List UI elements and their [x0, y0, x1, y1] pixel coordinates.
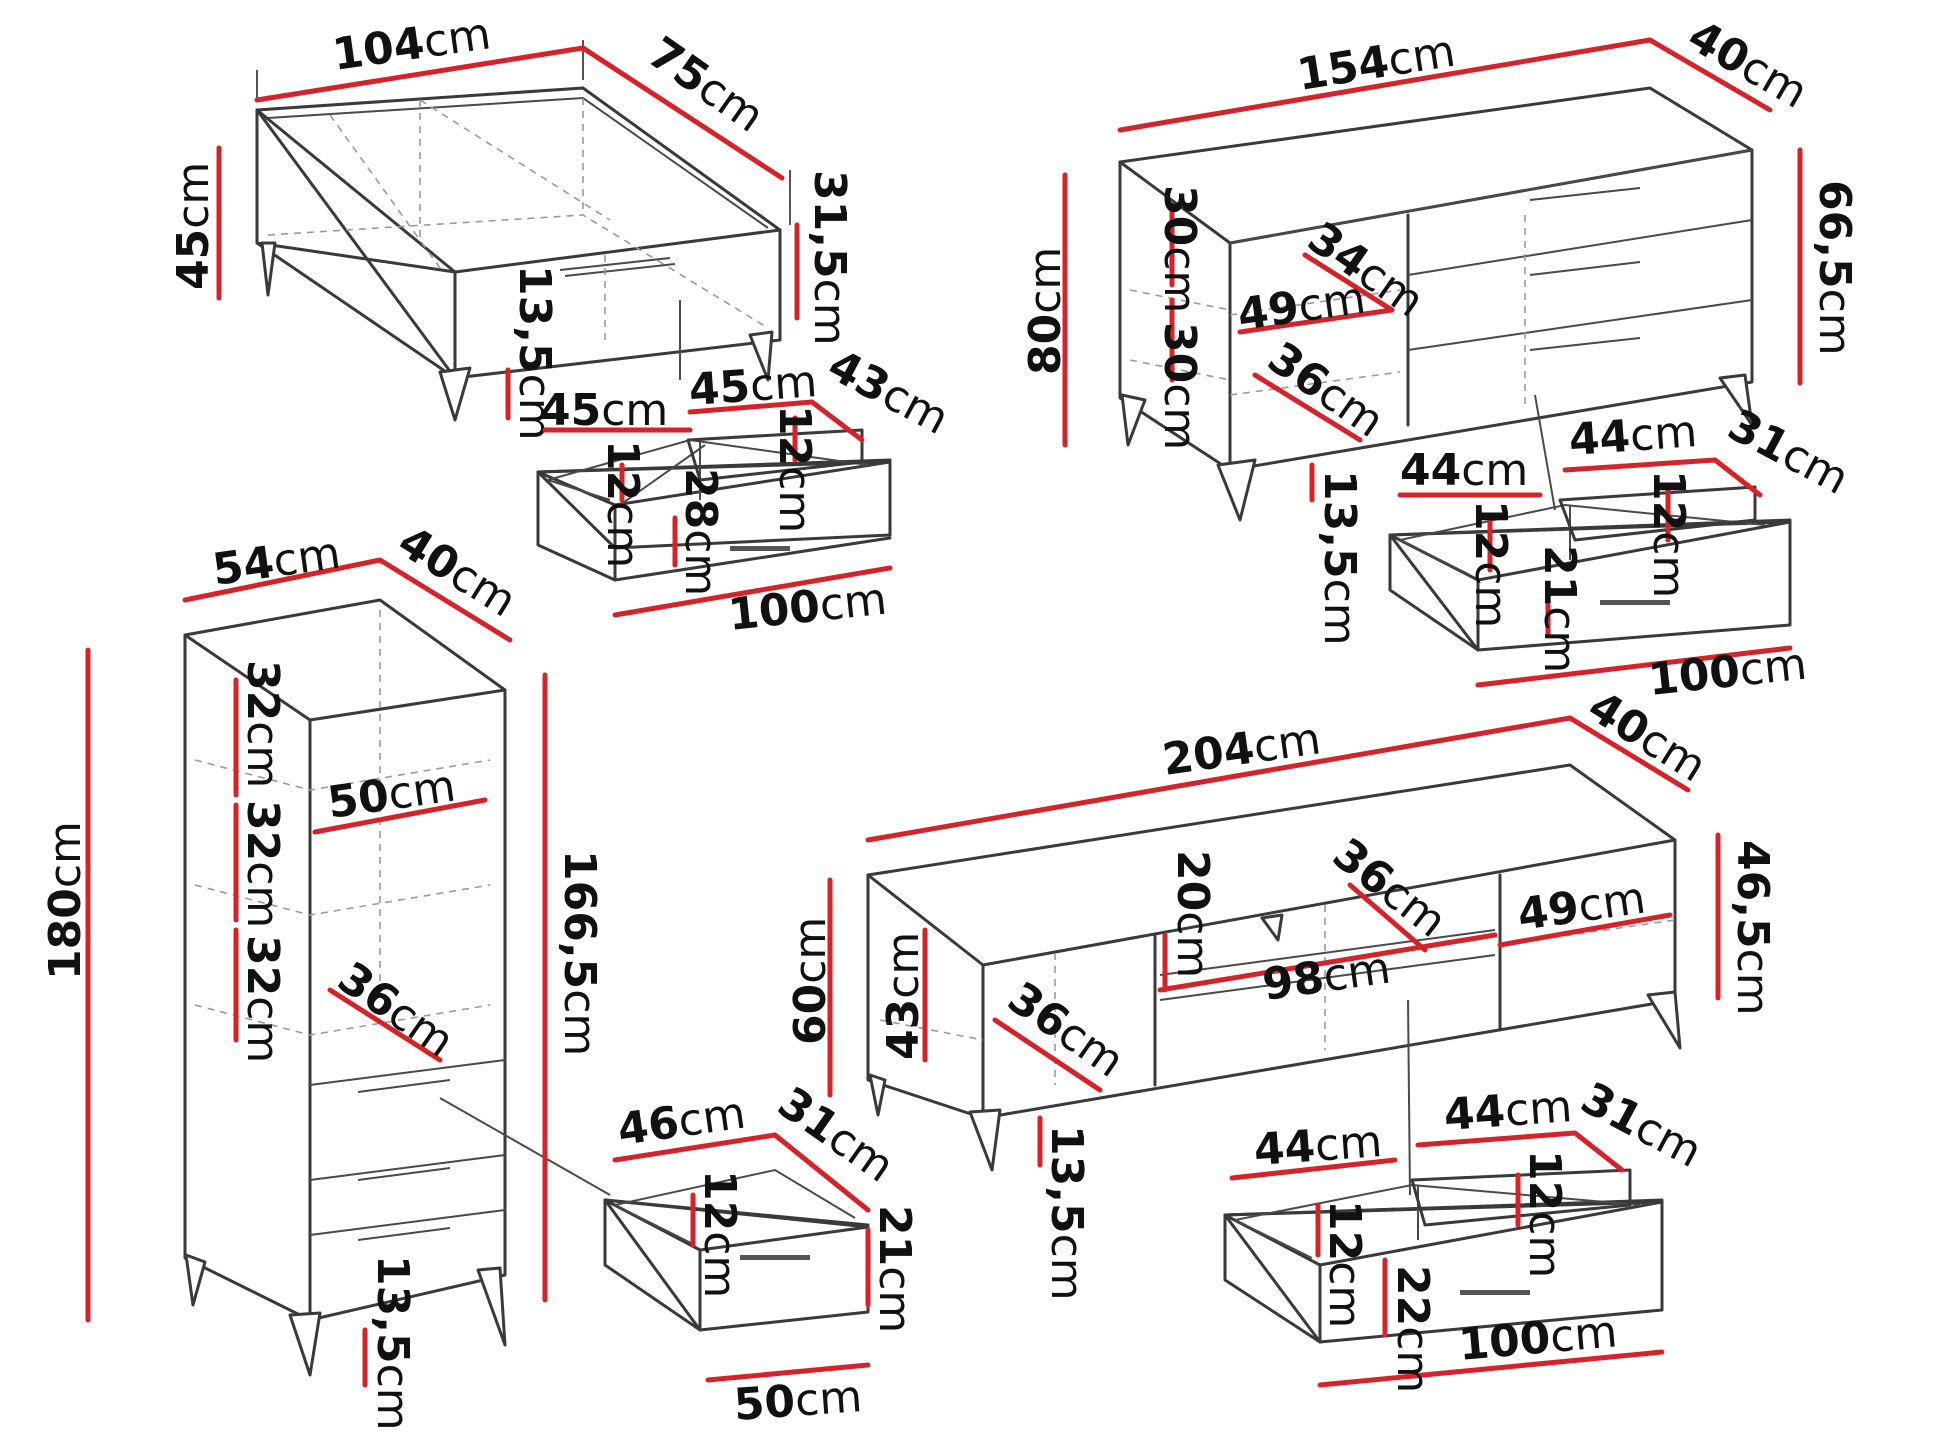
coffee-drawer-inner-height-right-label: 12cm [769, 405, 820, 533]
tall-drawer-front-width-label: 50cm [732, 1371, 864, 1431]
tall-cabinet-shelf-spacing-3-label: 32cm [237, 935, 288, 1063]
tv-drawer-front-height-label: 22cm [1387, 1265, 1438, 1393]
tall-drawer-width-label: 46cm [614, 1088, 748, 1156]
sideboard-shelf-width-label: 49cm [1234, 273, 1368, 341]
coffee-table-leg-height-label: 13,5cm [509, 265, 560, 441]
tall-cabinet-dimensions: 54cm 40cm 180cm 166,5cm 32cm 32cm 32cm 5… [40, 516, 605, 1431]
tv-drawer-front-width-label: 100cm [1457, 1306, 1620, 1371]
tall-cabinet-drawer-drawing [603, 1168, 870, 1332]
sideboard-width-label: 154cm [1294, 26, 1459, 101]
coffee-drawer-front-width-label: 100cm [726, 574, 889, 641]
sideboard-body-height-label: 66,5cm [1809, 180, 1860, 356]
coffee-table-drawer-front-height-label: 31,5cm [804, 170, 855, 346]
tall-cabinet-body-height-label: 166,5cm [554, 850, 605, 1056]
sideboard-drawer-inner-height-right-label: 12cm [1643, 470, 1694, 598]
tv-drawer-width-right-label: 44cm [1442, 1081, 1574, 1141]
coffee-table-dimensions: 104cm 75cm 45cm 31,5cm 13,5cm [168, 8, 855, 440]
coffee-table-drawing [255, 40, 791, 422]
tall-cabinet-width-label: 54cm [209, 528, 343, 596]
sideboard-shelf-height-bottom-label: 30cm [1154, 322, 1205, 450]
tv-stand-side-compartment-height-label: 43cm [878, 932, 929, 1060]
sideboard-depth-label: 40cm [1680, 10, 1817, 118]
sideboard-drawer-width-left-label: 44cm [1400, 445, 1528, 496]
tall-cabinet-height-label: 180cm [40, 821, 91, 980]
sideboard-drawer-inner-height-left-label: 12cm [1465, 500, 1516, 628]
tv-stand-drawer-dimensions: 44cm 44cm 31cm 12cm 12cm 22cm 100cm [1229, 1073, 1710, 1393]
tall-drawer-front-height-label: 21cm [869, 1205, 920, 1333]
sideboard-leg-height-label: 13,5cm [1314, 470, 1365, 646]
tv-drawer-inner-height-left-label: 12cm [1319, 1200, 1370, 1328]
drawer-handle-icon [1600, 600, 1670, 605]
tall-cabinet-drawer-dimensions: 46cm 31cm 12cm 21cm 50cm [612, 1077, 920, 1431]
tv-stand-width-label: 204cm [1159, 713, 1323, 786]
drawer-handle-icon [740, 1255, 810, 1260]
coffee-drawer-front-height-label: 28cm [675, 468, 726, 596]
tv-drawer-width-left-label: 44cm [1252, 1116, 1384, 1176]
tall-cabinet-shelf-width-label: 50cm [324, 761, 458, 829]
tv-stand-center-width-label: 98cm [1259, 943, 1393, 1011]
coffee-drawer-width-right-label: 45cm [687, 356, 819, 416]
tv-stand-center-shelf-depth-label: 36cm [1323, 828, 1455, 947]
sideboard-drawer-width-right-label: 44cm [1567, 406, 1699, 466]
coffee-table-width-label: 104cm [329, 8, 493, 81]
tall-cabinet-shelf-depth-label: 36cm [329, 952, 463, 1067]
tv-stand-right-compartment-width-label: 49cm [1514, 873, 1648, 941]
tv-stand-leg-height-label: 13,5cm [1041, 1125, 1092, 1301]
coffee-table-drawer-dimensions: 45cm 45cm 43cm 12cm 12cm 28cm 100cm [540, 340, 957, 641]
sideboard-drawing [1118, 86, 1754, 522]
coffee-drawer-width-left-label: 45cm [540, 385, 668, 436]
coffee-drawer-depth-label: 43cm [820, 340, 957, 445]
sideboard-drawer-front-width-label: 100cm [1646, 639, 1809, 706]
coffee-table-height-label: 45cm [168, 162, 219, 290]
tall-drawer-inner-height-label: 12cm [694, 1170, 745, 1298]
tall-cabinet-shelf-spacing-2-label: 32cm [237, 800, 288, 928]
sideboard-drawer-drawing [1388, 394, 1792, 652]
tall-cabinet-depth-label: 40cm [389, 516, 525, 627]
tv-stand-drawing [866, 763, 1682, 1196]
sideboard-height-label: 80cm [1020, 247, 1071, 375]
sideboard-drawer-front-height-label: 21cm [1534, 545, 1585, 673]
tv-stand-height-label: 60cm [785, 917, 836, 1045]
tv-stand-body-height-label: 46,5cm [1727, 840, 1778, 1016]
sideboard-shelf-height-top-label: 30cm [1154, 185, 1205, 313]
coffee-drawer-inner-height-left-label: 12cm [597, 440, 648, 568]
tall-cabinet-drawing [183, 598, 611, 1377]
tall-cabinet-leg-height-label: 13,5cm [367, 1255, 418, 1431]
tv-stand-center-shelf-height-label: 20cm [1167, 850, 1218, 978]
tall-cabinet-shelf-spacing-1-label: 32cm [237, 660, 288, 788]
tv-stand-left-compartment-depth-label: 36cm [999, 972, 1133, 1087]
coffee-table-drawer-drawing [536, 300, 892, 582]
drawer-handle-icon [730, 546, 790, 551]
tv-drawer-depth-label: 31cm [1573, 1073, 1710, 1178]
tv-drawer-inner-height-right-label: 12cm [1519, 1150, 1570, 1278]
drawer-handle-icon [1460, 1290, 1530, 1295]
sideboard-dimensions: 154cm 40cm 80cm 66,5cm 30cm 30cm 34cm 49… [1020, 10, 1860, 645]
